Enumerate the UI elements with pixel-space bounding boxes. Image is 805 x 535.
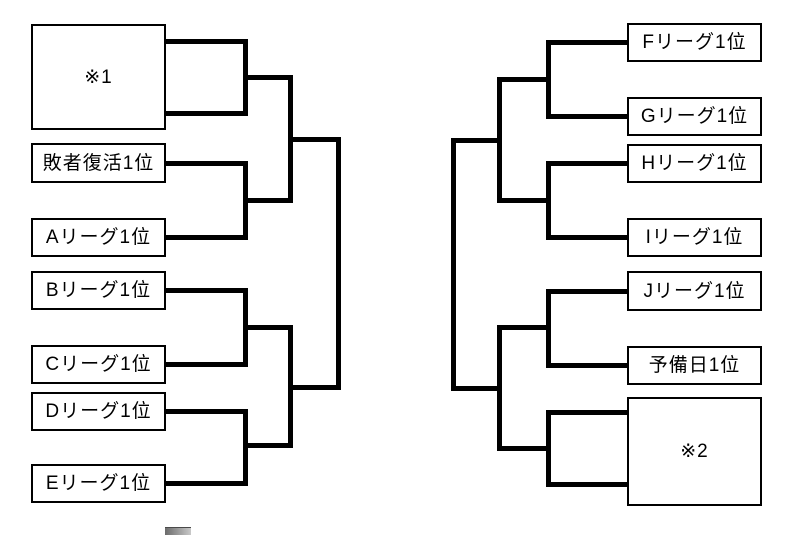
bracket-connector xyxy=(451,138,456,391)
bracket-connector xyxy=(248,198,293,203)
bracket-connector xyxy=(502,198,546,203)
entry-label: Hリーグ1位 xyxy=(641,153,748,174)
bracket-connector xyxy=(166,362,248,367)
bracket-connector xyxy=(166,235,248,240)
partial-gray-artifact xyxy=(165,527,191,535)
entry-box-league-i: Iリーグ1位 xyxy=(627,218,762,257)
bracket-connector xyxy=(502,77,546,82)
bracket-connector xyxy=(546,289,551,368)
entry-label: Gリーグ1位 xyxy=(640,106,749,127)
entry-box-seed2: ※2 xyxy=(627,397,762,506)
entry-box-reserve-day: 予備日1位 xyxy=(627,346,762,385)
bracket-connector xyxy=(288,75,293,203)
bracket-connector xyxy=(166,288,248,293)
bracket-connector xyxy=(456,138,497,143)
entry-box-league-h: Hリーグ1位 xyxy=(627,144,762,183)
bracket-connector xyxy=(166,161,248,166)
bracket-connector xyxy=(546,161,551,240)
bracket-connector xyxy=(551,235,627,240)
bracket-connector xyxy=(166,111,248,116)
entry-label: Fリーグ1位 xyxy=(642,32,747,53)
bracket-connector xyxy=(551,289,627,294)
entry-label: Dリーグ1位 xyxy=(45,401,152,422)
bracket-connector xyxy=(248,75,293,80)
entry-label: Jリーグ1位 xyxy=(643,280,746,302)
bracket-connector xyxy=(551,482,627,487)
bracket-connector xyxy=(502,446,546,451)
bracket-connector xyxy=(243,161,248,240)
entry-label: ※2 xyxy=(680,441,709,462)
entry-box-league-f: Fリーグ1位 xyxy=(627,23,762,62)
bracket-connector xyxy=(166,39,248,44)
bracket-connector xyxy=(551,410,627,415)
entry-box-loser-revival: 敗者復活1位 xyxy=(31,143,166,183)
bracket-connector xyxy=(166,409,248,414)
bracket-connector xyxy=(293,137,341,142)
entry-box-league-a: Aリーグ1位 xyxy=(31,218,166,257)
entry-box-league-d: Dリーグ1位 xyxy=(31,392,166,431)
entry-label: Iリーグ1位 xyxy=(645,227,744,248)
bracket-connector xyxy=(551,40,627,45)
bracket-connector xyxy=(243,409,248,486)
bracket-connector xyxy=(243,39,248,116)
bracket-connector xyxy=(293,385,341,390)
entry-box-league-e: Eリーグ1位 xyxy=(31,464,166,503)
bracket-connector xyxy=(166,481,248,486)
entry-box-league-g: Gリーグ1位 xyxy=(627,97,762,136)
bracket-connector xyxy=(546,410,551,487)
entry-label: Cリーグ1位 xyxy=(45,354,152,375)
bracket-connector xyxy=(288,325,293,448)
entry-box-league-c: Cリーグ1位 xyxy=(31,345,166,384)
bracket-connector xyxy=(551,363,627,368)
bracket-connector xyxy=(456,386,497,391)
entry-label: Bリーグ1位 xyxy=(45,280,152,301)
entry-label: 予備日1位 xyxy=(648,355,741,376)
bracket-connector xyxy=(502,325,546,330)
entry-box-league-j: Jリーグ1位 xyxy=(627,271,762,311)
bracket-connector xyxy=(497,77,502,203)
bracket-connector xyxy=(497,325,502,451)
entry-box-seed1: ※1 xyxy=(31,24,166,130)
bracket-connector xyxy=(336,137,341,390)
entry-label: ※1 xyxy=(84,66,113,88)
entry-label: 敗者復活1位 xyxy=(42,152,155,174)
bracket-connector xyxy=(243,288,248,367)
entry-label: Eリーグ1位 xyxy=(45,473,152,494)
bracket-connector xyxy=(551,114,627,119)
entry-box-league-b: Bリーグ1位 xyxy=(31,271,166,310)
bracket-connector xyxy=(248,443,293,448)
entry-label: Aリーグ1位 xyxy=(45,227,152,248)
bracket-connector xyxy=(551,161,627,166)
bracket-connector xyxy=(546,40,551,119)
bracket-connector xyxy=(248,325,293,330)
